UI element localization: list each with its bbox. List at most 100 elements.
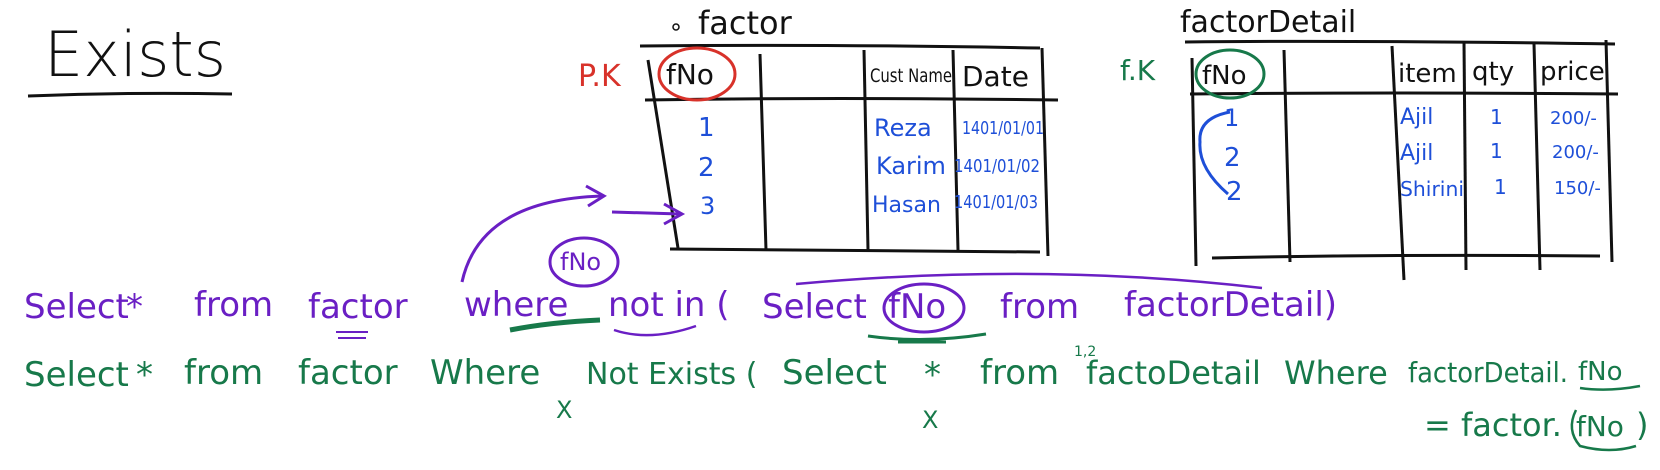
detail-row-3-price: 150/-: [1554, 178, 1601, 199]
arrow-curve: [460, 194, 603, 283]
factor-row-3-fno: 3: [700, 192, 715, 220]
detail-row-3-qty: 1: [1494, 175, 1507, 199]
q2-star: *: [136, 355, 153, 395]
q2-from: from: [184, 353, 263, 393]
factor-right-rule: [1040, 47, 1050, 257]
query-not-in: Select * from factor where not in ( Sele…: [24, 272, 1337, 344]
q2-mark-12: 1,2: [1074, 344, 1096, 360]
q2-equals: = factor.: [1424, 406, 1562, 444]
q2-where: Where: [430, 353, 540, 393]
factor-header-fno: fNo: [666, 58, 714, 91]
factor-header-date: Date: [962, 60, 1029, 93]
q2-select: Select: [24, 355, 129, 395]
detail-header-fno: fNo: [1202, 61, 1247, 91]
detail-bottom-rule: [1211, 253, 1601, 260]
factor-top-rule: [639, 43, 1041, 50]
detail-row-1-fno: 1: [1224, 104, 1239, 132]
q1-table-underline: [336, 331, 368, 339]
detail-row-2-price: 200/-: [1552, 142, 1599, 163]
q2-mark-x-2: X: [922, 406, 938, 434]
q1-sub-select: Select: [762, 287, 867, 327]
detail-col4-rule: [1532, 43, 1542, 271]
factor-row-3-name: Hasan: [872, 193, 941, 218]
detail-header-item: item: [1398, 59, 1457, 89]
q1-where: where: [464, 285, 568, 325]
q2-left-col-underline: [1579, 384, 1641, 391]
q2-sub-star: *: [924, 355, 941, 395]
q1-sub-col: fNo: [888, 287, 946, 327]
q2-mark-x-1: X: [556, 396, 572, 424]
factor-row-2-fno: 2: [698, 153, 715, 183]
bullet-icon: [672, 23, 680, 31]
q2-sub-from: from: [980, 353, 1059, 393]
arrow-to-row3-head: [663, 202, 686, 226]
factor-row-3-date: 1401/01/03: [954, 192, 1038, 213]
q1-table: factor: [308, 287, 408, 327]
q1-star: *: [126, 287, 143, 327]
q2-right-col-brace: [1570, 409, 1637, 452]
q2-left-col: fNo: [1578, 357, 1623, 387]
detail-col3-rule: [1462, 41, 1468, 271]
q1-subquery-overline: [795, 272, 1263, 290]
detail-right-rule: [1604, 39, 1614, 263]
factor-row-1-date: 1401/01/01: [962, 118, 1044, 139]
detail-row-1-item: Ajil: [1400, 105, 1433, 130]
q1-sub-from: from: [1000, 287, 1079, 327]
q2-not-exists: Not Exists (: [586, 357, 757, 392]
factor-pk-circle: [657, 46, 737, 102]
factor-row-2-name: Karim: [876, 152, 946, 180]
q2-right-col: fNo: [1576, 410, 1624, 443]
arrow-to-row3: [611, 210, 681, 216]
q2-close: ): [1636, 406, 1648, 444]
q1-sub-col-circle: [882, 282, 966, 334]
factor-col2-rule: [862, 49, 870, 251]
detail-row-1-price: 200/-: [1550, 108, 1597, 129]
detail-col2-rule: [1390, 45, 1406, 281]
factor-table-name: factor: [698, 4, 793, 42]
query-not-exists: Select * from factor Where Not Exists ( …: [24, 344, 1648, 452]
detail-row-2-item: Ajil: [1400, 141, 1433, 166]
detail-group-brace: [1198, 110, 1231, 196]
q1-sub-col-underline: [867, 332, 987, 344]
detail-header-price: price: [1540, 57, 1605, 87]
q2-sub-select: Select: [782, 353, 887, 393]
arrow-curve-head: [585, 184, 607, 208]
q1-select: Select: [24, 287, 129, 327]
factor-header-custname: Cust Name: [870, 65, 952, 87]
factor-left-rule: [646, 59, 680, 249]
detail-top-rule: [1184, 39, 1616, 46]
factor-bottom-rule: [669, 247, 1041, 254]
detail-header-rule: [1189, 91, 1619, 96]
q1-notin-underline: [613, 324, 697, 337]
q2-sub-table: factoDetail: [1086, 354, 1261, 392]
q2-left: factorDetail.: [1408, 356, 1568, 389]
factor-col1-rule: [758, 53, 768, 251]
detail-col1-rule: [1282, 49, 1292, 263]
annotation-fno: fNo: [560, 248, 601, 276]
page-title: Exists: [44, 18, 226, 91]
factor-row-1-name: Reza: [874, 114, 932, 142]
detail-fk-circle: [1194, 48, 1266, 100]
q2-sub-where: Where: [1284, 354, 1388, 392]
q1-sub-table: factorDetail): [1124, 285, 1337, 325]
detail-row-2-qty: 1: [1490, 139, 1503, 163]
q1-not-in: not in (: [608, 285, 730, 325]
q2-table: factor: [298, 353, 398, 393]
q1-from: from: [194, 285, 273, 325]
factor-row-1-fno: 1: [698, 113, 715, 143]
detail-header-qty: qty: [1472, 57, 1514, 87]
factor-row-2-date: 1401/01/02: [954, 156, 1040, 177]
factor-table: factor P.K fNo Cust Name Date 1 Reza 140…: [578, 4, 1059, 257]
detail-row-3-item: Shirini: [1400, 177, 1464, 201]
factor-col3-rule: [951, 49, 960, 251]
detail-fk-label: f.K: [1120, 54, 1156, 87]
detail-table-name: factorDetail: [1180, 5, 1356, 40]
q1-where-underline: [509, 317, 601, 333]
detail-row-1-qty: 1: [1490, 105, 1503, 129]
factor-pk-label: P.K: [578, 59, 622, 94]
detail-left-rule: [1190, 57, 1198, 267]
detail-table: factorDetail f.K fNo item qty price 1 Aj…: [1120, 5, 1619, 281]
detail-row-2-fno: 2: [1224, 143, 1241, 173]
detail-row-3-fno: 2: [1226, 177, 1243, 207]
